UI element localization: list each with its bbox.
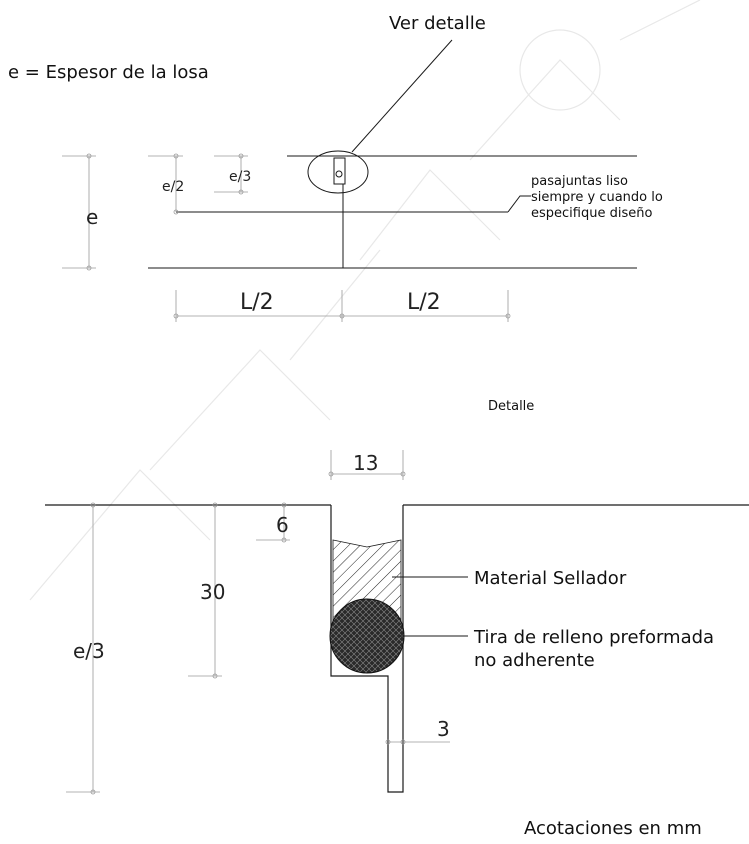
dim-label-l-half-left: L/2 [240,290,274,315]
note-leader [507,195,531,213]
dim-label-e-third: e/3 [229,169,251,185]
backer-label-line-1: Tira de relleno preformada [473,627,714,648]
joint-detail [45,504,749,793]
dowel-note-line-3: especifique diseño [531,206,652,221]
dim-label-e-half: e/2 [162,179,184,195]
detail-callout-ellipse [307,150,369,194]
slab-thickness-legend: e = Espesor de la losa [8,62,209,83]
dowel-note-line-2: siempre y cuando lo [531,190,663,205]
slab-elevation [148,39,637,269]
dowel-note-line-1: pasajuntas liso [531,174,628,189]
detail-dimensions [66,450,450,795]
detail-leader [351,39,453,153]
detail-title: Detalle [488,399,534,414]
dim-label-13: 13 [353,451,378,475]
dim-label-e-third-detail: e/3 [73,639,105,663]
dowel-marker [335,170,343,178]
watermark [29,0,701,601]
backer-rod [329,598,405,674]
units-note: Acotaciones en mm [524,818,702,839]
dim-label-6: 6 [276,513,289,537]
dim-label-l-half-right: L/2 [407,290,441,315]
ver-detalle-label: Ver detalle [389,13,486,34]
dim-label-3: 3 [437,717,450,741]
top-dimensions [62,153,511,322]
dim-label-30: 30 [200,580,225,604]
dim-label-e: e [86,205,98,229]
sealant-label: Material Sellador [474,568,627,589]
backer-label-line-2: no adherente [474,650,595,671]
